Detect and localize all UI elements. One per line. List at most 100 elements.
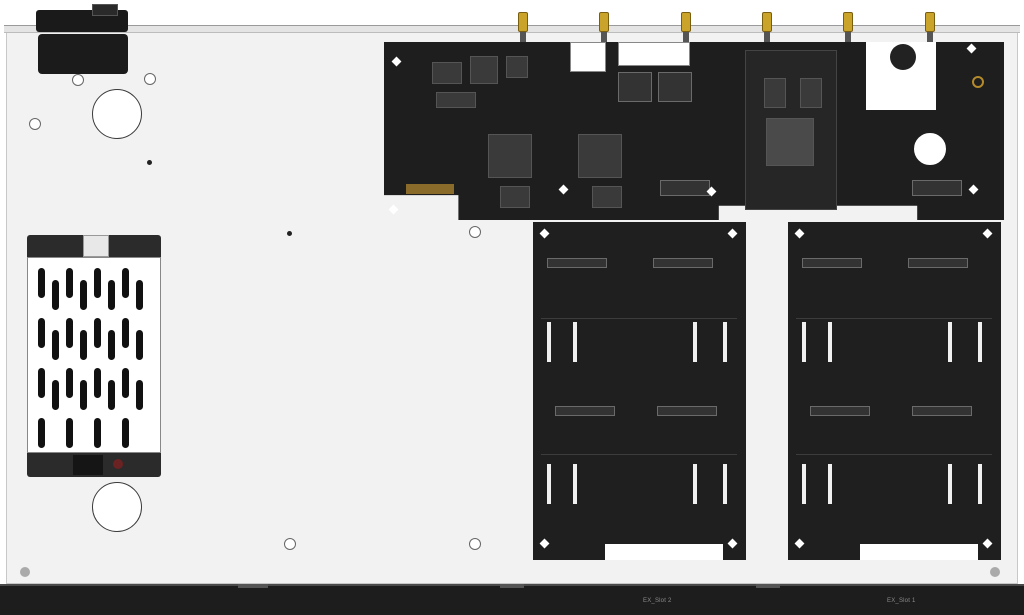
port-pins: [723, 464, 727, 504]
port-connector: [618, 72, 652, 102]
memory-chip: [800, 78, 822, 108]
card-white-strip: [860, 544, 978, 560]
bar-notch: [500, 584, 524, 588]
card-connector: [555, 406, 615, 416]
chip: [470, 56, 498, 84]
cpu-module: [745, 50, 837, 210]
ethernet-connector: [570, 42, 606, 72]
power-plug: [38, 34, 128, 74]
port-connector: [658, 72, 692, 102]
card-connector: [912, 406, 972, 416]
vent-slot: [52, 330, 59, 360]
card-mount-point: [539, 228, 550, 239]
port-pins: [573, 464, 577, 504]
card-connector: [657, 406, 717, 416]
vent-slot: [66, 418, 73, 448]
screw: [469, 226, 481, 238]
card-connector: [908, 258, 968, 268]
card-connector: [810, 406, 870, 416]
vent-slot: [38, 268, 45, 298]
screw: [284, 538, 296, 550]
chip: [432, 62, 462, 84]
card-mount-point: [794, 228, 805, 239]
modem-module: [488, 134, 532, 178]
card-divider: [541, 318, 737, 319]
antenna-base: [520, 32, 526, 44]
vent-slot: [122, 268, 129, 298]
standoff-dot: [287, 231, 292, 236]
antenna-base: [683, 32, 689, 44]
mounting-hole: [92, 482, 142, 532]
slot-2-label: EX_Slot 2: [643, 598, 672, 604]
vent-slot: [38, 318, 45, 348]
board-led: [972, 76, 984, 88]
vent-slot: [66, 368, 73, 398]
chip: [436, 92, 476, 108]
antenna-connector-4: [762, 12, 772, 32]
port-pins: [948, 464, 952, 504]
modem-chip: [592, 186, 622, 208]
card-connector: [653, 258, 713, 268]
card-divider: [796, 454, 992, 455]
antenna-base: [764, 32, 770, 44]
card-divider: [796, 318, 992, 319]
rear-panel-rail: [4, 25, 1020, 33]
card-mount-point: [539, 538, 550, 549]
port-pins: [693, 464, 697, 504]
port-pins: [828, 322, 832, 362]
vent-slot: [108, 280, 115, 310]
chip: [506, 56, 528, 78]
psu-bottom-connector: [73, 455, 103, 475]
expansion-card-slot-1: [788, 222, 1001, 560]
antenna-base: [601, 32, 607, 44]
standoff-dot: [147, 160, 152, 165]
vent-slot: [52, 380, 59, 410]
vent-slot: [38, 368, 45, 398]
card-connector: [547, 258, 607, 268]
antenna-connector-3: [681, 12, 691, 32]
vent-slot: [136, 330, 143, 360]
vent-slot: [136, 280, 143, 310]
vent-slot: [108, 380, 115, 410]
port-pins: [547, 464, 551, 504]
cpu-chip: [766, 118, 814, 166]
modem-module: [578, 134, 622, 178]
vent-slot: [94, 318, 101, 348]
port-pins: [693, 322, 697, 362]
card-divider: [541, 454, 737, 455]
port-pins: [723, 322, 727, 362]
card-mount-point: [794, 538, 805, 549]
vent-slot: [52, 280, 59, 310]
port-pins: [547, 322, 551, 362]
screw: [20, 567, 30, 577]
vent-slot: [66, 268, 73, 298]
vent-slot: [122, 418, 129, 448]
card-connector: [802, 258, 862, 268]
port-pins: [802, 322, 806, 362]
antenna-base: [927, 32, 933, 44]
antenna-connector-1: [518, 12, 528, 32]
wifi-module-dot: [890, 44, 916, 70]
vent-slot: [80, 380, 87, 410]
antenna-connector-5: [843, 12, 853, 32]
port-pins: [978, 322, 982, 362]
memory-chip: [764, 78, 786, 108]
ethernet-connector: [618, 42, 690, 66]
card-mount-point: [982, 538, 993, 549]
antenna-connector-6: [925, 12, 935, 32]
screw: [990, 567, 1000, 577]
vent-slot: [94, 268, 101, 298]
front-panel-bar: EX_Slot 2 EX_Slot 1: [0, 584, 1024, 615]
antenna-base: [845, 32, 851, 44]
vent-slot: [38, 418, 45, 448]
vent-slot: [80, 330, 87, 360]
board-edge-connector: [406, 184, 454, 194]
mounting-hole: [92, 89, 142, 139]
vent-slot: [94, 418, 101, 448]
port-pins: [802, 464, 806, 504]
card-mount-point: [982, 228, 993, 239]
port-pins: [573, 322, 577, 362]
port-pins: [948, 322, 952, 362]
screw: [72, 74, 84, 86]
card-mount-point: [727, 538, 738, 549]
